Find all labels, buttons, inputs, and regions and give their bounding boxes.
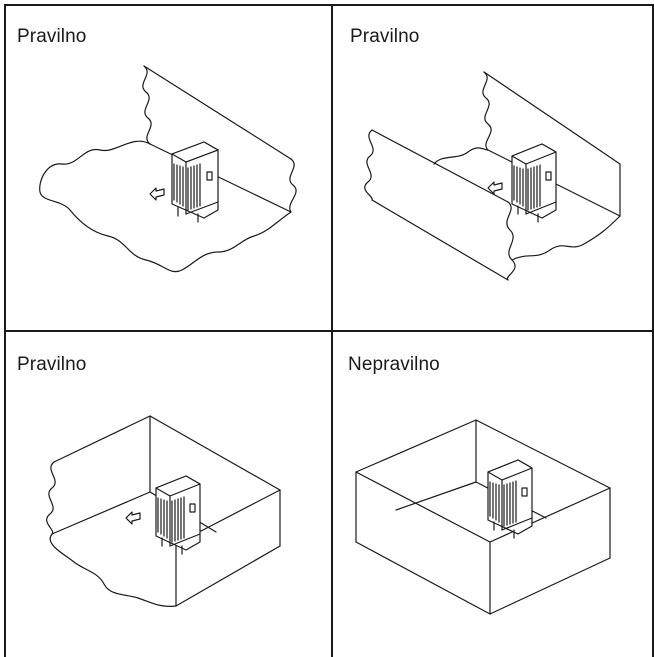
airflow-arrow-icon [149, 187, 165, 201]
back-wall-left-edge [482, 71, 492, 151]
back-wall-top [483, 71, 621, 165]
outdoor-unit-icon [171, 141, 219, 223]
box-bottom-right [489, 557, 611, 615]
installation-diagram-two-walls [364, 71, 621, 281]
floor-outline [39, 140, 292, 273]
panel-label: Pravilno [17, 354, 87, 375]
panel-top-left: Pravilno [4, 4, 331, 330]
panel-label: Pravilno [350, 26, 420, 47]
panel-bottom-left: Pravilno [4, 332, 331, 657]
left-wall-edge [46, 461, 56, 535]
box-top-outline [355, 419, 611, 543]
panel-bottom-right: Nepravilno [332, 332, 653, 657]
outdoor-unit-icon [155, 475, 201, 555]
frame-top [4, 4, 654, 6]
floor-outline [433, 147, 489, 165]
inner-floor-left [395, 481, 477, 511]
front-wall-top [371, 129, 509, 203]
installation-grid: Pravilno [4, 4, 654, 657]
front-wall-left-edge [364, 129, 374, 201]
installation-diagram-open-area [39, 65, 297, 273]
back-wall-top [53, 415, 151, 463]
box-bottom-left [355, 541, 491, 615]
installation-diagram-enclosed [355, 419, 611, 615]
panel-top-right: Pravilno [332, 4, 653, 330]
floor-wall-joint [149, 143, 292, 213]
front-wall-bottom [371, 199, 509, 281]
back-wall-top-right [149, 415, 281, 491]
back-wall-outline [142, 65, 152, 145]
left-wall-bottom [51, 491, 151, 535]
right-wall-front [175, 545, 281, 607]
panel-label: Pravilno [17, 26, 87, 47]
back-wall-right [289, 158, 297, 213]
floor-outline-right [511, 215, 621, 261]
front-wall-right-edge [506, 201, 516, 281]
installation-diagram-three-walls [46, 415, 281, 607]
panel-label: Nepravilno [348, 354, 440, 375]
outdoor-unit-icon [511, 143, 557, 223]
frame-horizontal-divider [4, 330, 654, 332]
floor-outline [49, 533, 177, 607]
airflow-arrow-icon [487, 181, 503, 195]
outdoor-unit-icon [487, 459, 533, 539]
airflow-arrow-icon [125, 511, 141, 525]
back-wall-top [143, 65, 292, 160]
